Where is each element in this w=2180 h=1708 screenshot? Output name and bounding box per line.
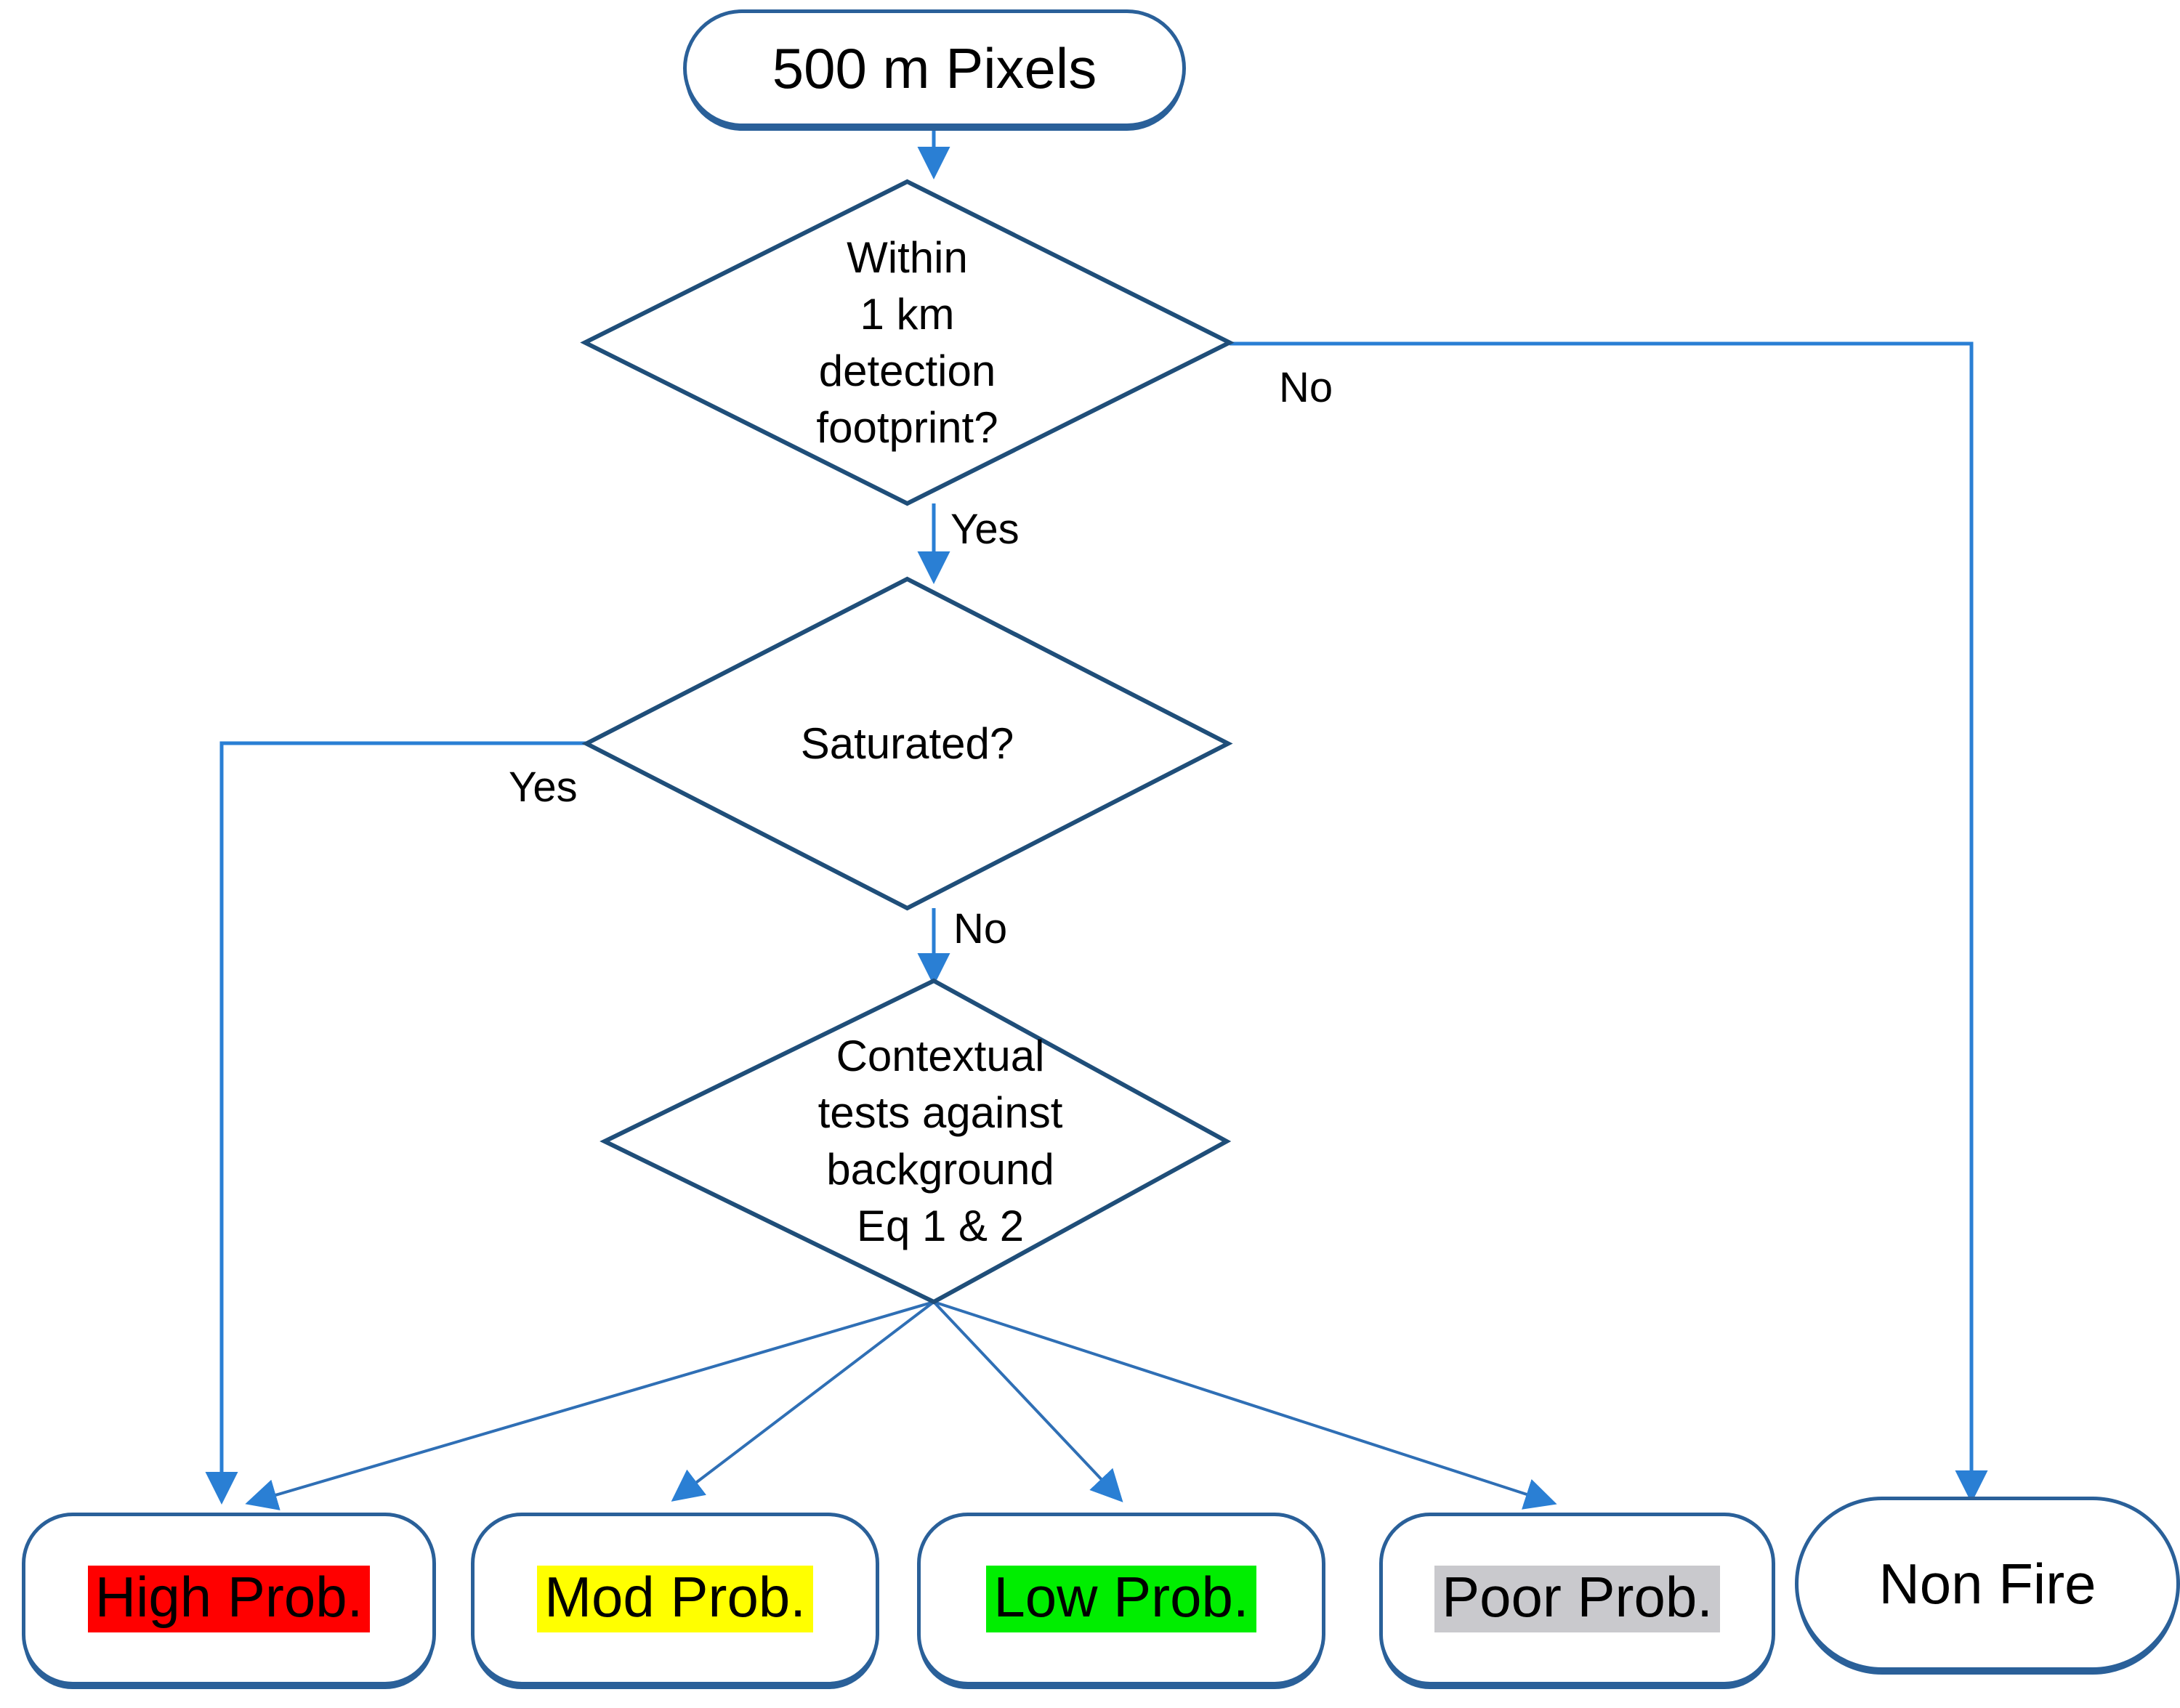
edge-decision3-to-low-prob [932, 1300, 1123, 1502]
edge-decision3-to-mod-prob [671, 1300, 935, 1502]
edge-label-decision1-yes: Yes [950, 506, 1020, 553]
node-start-label: 500 m Pixels [772, 36, 1097, 100]
edge-label-decision2-yes: Yes [509, 764, 578, 811]
edge-decision3-to-poor-prob [933, 1300, 1557, 1510]
node-result-non-fire[interactable]: Non Fire [1795, 1497, 2180, 1671]
diamond-shape [581, 576, 1233, 911]
node-start[interactable]: 500 m Pixels [683, 9, 1186, 127]
edge-label-decision1-no: No [1279, 364, 1333, 411]
node-result-low-prob[interactable]: Low Prob. [917, 1513, 1325, 1685]
node-decision-saturated[interactable]: Saturated? [581, 576, 1233, 911]
edge-decision2-yes-to-high-prob [205, 741, 586, 1505]
edge-decision3-to-high-prob [245, 1300, 934, 1510]
node-result-high-prob-label: High Prob. [79, 1563, 379, 1635]
low-prob-highlight: Low Prob. [986, 1566, 1256, 1632]
node-result-low-prob-label: Low Prob. [977, 1563, 1264, 1635]
node-result-poor-prob-label: Poor Prob. [1426, 1563, 1729, 1635]
node-result-mod-prob-label: Mod Prob. [528, 1563, 822, 1635]
node-decision-contextual-tests[interactable]: Contextual tests against background Eq 1… [600, 978, 1232, 1305]
node-result-high-prob[interactable]: High Prob. [22, 1513, 436, 1685]
mod-prob-highlight: Mod Prob. [537, 1566, 813, 1632]
node-result-mod-prob[interactable]: Mod Prob. [471, 1513, 879, 1685]
node-result-poor-prob[interactable]: Poor Prob. [1379, 1513, 1775, 1685]
diamond-shape [600, 978, 1232, 1305]
poor-prob-highlight: Poor Prob. [1434, 1566, 1720, 1632]
edge-decision1-no-to-non-fire [1230, 341, 1988, 1504]
diamond-shape [580, 179, 1235, 506]
high-prob-highlight: High Prob. [87, 1566, 371, 1632]
edge-label-decision2-no: No [953, 905, 1008, 952]
node-decision-footprint[interactable]: Within 1 km detection footprint? [580, 179, 1235, 506]
node-result-non-fire-label: Non Fire [1878, 1552, 2096, 1616]
